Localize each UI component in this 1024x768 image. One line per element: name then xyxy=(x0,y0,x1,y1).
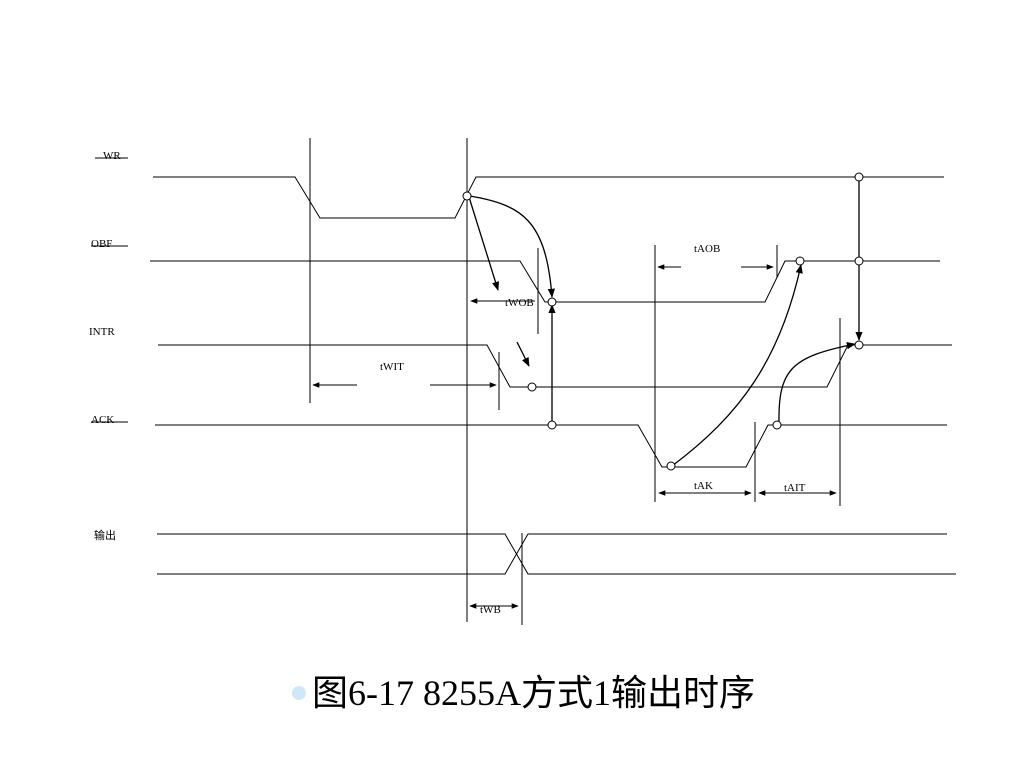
twit-label: tWIT xyxy=(380,361,404,373)
marker-ack-ref xyxy=(547,420,557,430)
causal-arrows xyxy=(468,177,863,467)
wr-waveform xyxy=(153,176,944,219)
waveforms xyxy=(150,176,956,575)
caption-text: 图6-17 8255A方式1输出时序 xyxy=(312,673,755,713)
timing-dimensions xyxy=(312,264,837,609)
tait-label: tAIT xyxy=(784,482,806,494)
marker-intr-fall xyxy=(527,382,537,392)
arrow-ack-to-obf-rise xyxy=(671,264,803,467)
marker-ack-fall xyxy=(666,461,676,471)
figure-caption: 图6-17 8255A方式1输出时序 xyxy=(292,664,755,716)
wr-label: WR xyxy=(103,150,121,162)
marker-obf-fall xyxy=(547,297,557,307)
marker-ack-rise xyxy=(772,420,782,430)
tak-label: tAK xyxy=(694,480,713,492)
marker-obf-ref xyxy=(854,256,864,266)
marker-wr-rise xyxy=(462,191,472,201)
marker-intr-rise xyxy=(854,340,864,350)
taob-label: tAOB xyxy=(694,243,720,255)
ack-label: ACK xyxy=(91,414,114,426)
timing-labels: tWOB tWIT tAOB tAK tAIT tWB xyxy=(380,243,806,616)
arrow-wr-to-twob xyxy=(468,196,500,291)
output-waveform-low xyxy=(157,533,956,575)
arrow-wr-to-intr xyxy=(516,341,530,367)
arrow-wr-to-obf xyxy=(469,195,555,298)
marker-wr-ref xyxy=(854,172,864,182)
obf-label: OBF xyxy=(91,238,112,250)
output-label: 输出 xyxy=(94,528,116,542)
signal-labels: WR OBF INTR ACK 输出 xyxy=(89,150,128,542)
event-markers xyxy=(462,172,864,471)
twob-label: tWOB xyxy=(505,297,534,309)
obf-waveform xyxy=(150,260,940,303)
marker-obf-rise xyxy=(795,256,805,266)
ack-waveform xyxy=(155,424,947,468)
bullet-icon xyxy=(292,686,306,700)
arrow-ack-to-intr-rise xyxy=(778,342,856,426)
intr-waveform xyxy=(158,344,952,388)
output-waveform-high xyxy=(157,533,947,575)
twb-label: tWB xyxy=(480,604,501,616)
reference-lines xyxy=(309,138,841,625)
intr-label: INTR xyxy=(89,326,115,338)
